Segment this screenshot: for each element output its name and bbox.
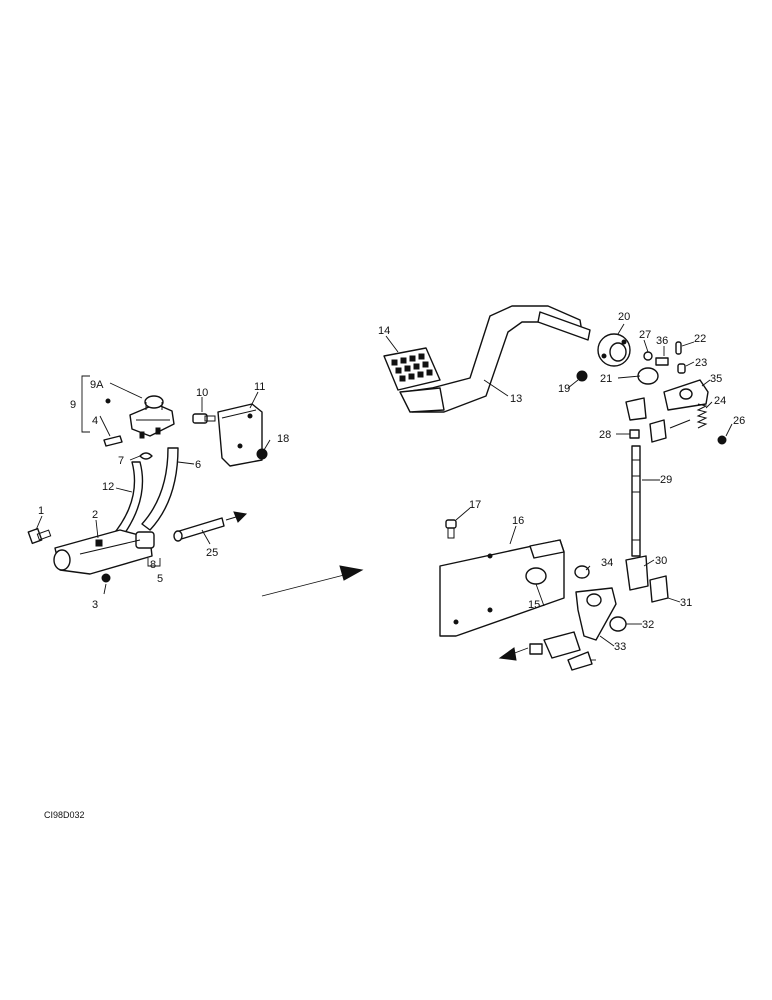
part-19-nut (576, 370, 588, 382)
part-7-clamp (139, 452, 153, 460)
callout-15: 15 (528, 599, 540, 611)
leader-lines (35, 323, 733, 661)
part-3-nut (101, 573, 111, 583)
part-33-lever (575, 587, 617, 641)
callout-6: 6 (195, 459, 201, 471)
callout-5: 5 (157, 573, 163, 585)
callout-9: 9 (70, 399, 76, 411)
part-36-bolt (655, 357, 669, 366)
callout-19: 19 (558, 383, 570, 395)
part-25-push-rod (173, 511, 248, 542)
callout-20: 20 (618, 311, 630, 323)
callout-11: 11 (254, 381, 265, 393)
part-34-bushing (574, 565, 590, 579)
part-4-clip (103, 435, 123, 447)
callout-27: 27 (639, 329, 651, 341)
part-17-bolt (445, 519, 457, 539)
part-29-rod (631, 445, 641, 557)
part-22-pin (675, 341, 682, 355)
direction-arrow (261, 565, 364, 597)
part-18-nut (256, 448, 268, 460)
part-11-bracket (217, 403, 263, 467)
part-30-clevis (625, 555, 649, 591)
part-27-washer (643, 351, 653, 361)
part-1-bolt (27, 527, 52, 545)
part-24-spring (696, 403, 708, 429)
callout-10: 10 (196, 387, 208, 399)
callout-12: 12 (102, 481, 114, 493)
callout-22: 22 (694, 333, 706, 345)
part-13-pedal-arm (399, 305, 591, 413)
part-26-nut (717, 435, 727, 445)
callout-1: 1 (38, 505, 44, 517)
part-32-washer (609, 616, 627, 632)
callout-16: 16 (512, 515, 524, 527)
part-23-pin (677, 363, 686, 374)
left-assembly (27, 395, 268, 583)
callout-17: 17 (469, 499, 481, 511)
part-6-hose (141, 447, 179, 531)
part-20-hub (597, 333, 631, 367)
callout-9a: 9A (90, 379, 104, 391)
callout-14: 14 (378, 325, 390, 337)
right-assembly (383, 305, 727, 671)
callout-29: 29 (660, 474, 672, 486)
callout-2: 2 (92, 509, 98, 521)
callout-30: 30 (655, 555, 667, 567)
callout-labels: 1 2 3 4 5 6 7 8 9 9A 10 11 12 13 14 15 1… (38, 311, 745, 653)
callout-8: 8 (150, 559, 156, 571)
callout-23: 23 (695, 357, 707, 369)
callout-34: 34 (601, 557, 613, 569)
callout-4: 4 (92, 415, 98, 427)
part-9a-fitting (129, 395, 175, 439)
upper-clevis (625, 397, 667, 443)
callout-7: 7 (118, 455, 124, 467)
part-31-pin (649, 575, 669, 603)
callout-35: 35 (710, 373, 722, 385)
callout-13: 13 (510, 393, 522, 405)
part-16-bracket-plate (439, 539, 565, 637)
callout-24: 24 (714, 395, 726, 407)
part-15-shaft (525, 567, 547, 585)
callout-33: 33 (614, 641, 626, 653)
part-28-locknut (629, 429, 640, 439)
part-14-pedal-pad (383, 347, 441, 391)
callout-18: 18 (277, 433, 289, 445)
part-10-bolt (192, 413, 216, 424)
part-5-master-cylinder (53, 529, 155, 575)
part-12-hose (111, 461, 144, 541)
part-21-bushing (637, 367, 659, 385)
callout-31: 31 (680, 597, 692, 609)
lower-linkage (498, 631, 593, 671)
callout-25: 25 (206, 547, 218, 559)
callout-26: 26 (733, 415, 745, 427)
drawing-code: CI98D032 (44, 810, 85, 820)
callout-21: 21 (600, 373, 612, 385)
callout-28: 28 (599, 429, 611, 441)
callout-3: 3 (92, 599, 98, 611)
callout-32: 32 (642, 619, 654, 631)
callout-36: 36 (656, 335, 668, 347)
